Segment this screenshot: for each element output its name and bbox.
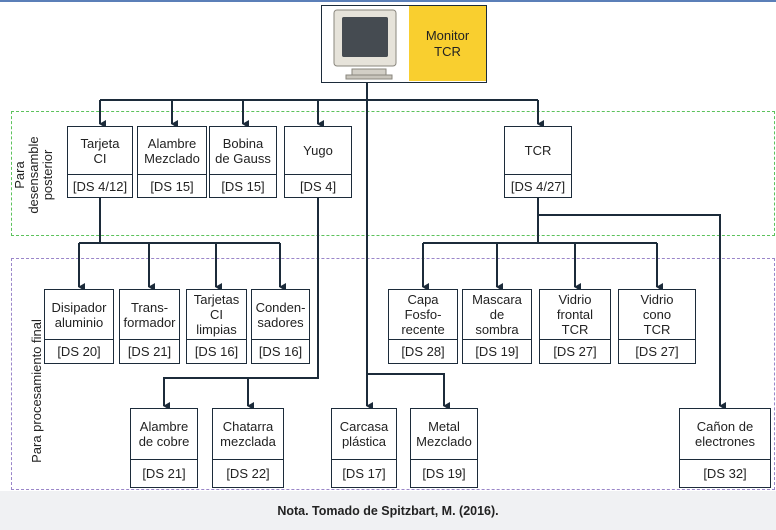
tcr-ds-code: [DS 4/27] bbox=[504, 174, 572, 198]
top-rule bbox=[0, 0, 776, 2]
tarjetas-limpias-node: Tarjetas CI limpias bbox=[186, 289, 247, 340]
root-label: Monitor TCR bbox=[409, 6, 486, 81]
capa-node: Capa Fosfo- recente bbox=[388, 289, 458, 340]
tarjetas-limpias-ds-code: [DS 16] bbox=[186, 339, 247, 364]
tarjeta-ds-code: [DS 4/12] bbox=[67, 174, 133, 198]
alambre-ds-code: [DS 15] bbox=[137, 174, 207, 198]
condensadores-ds-code: [DS 16] bbox=[251, 339, 310, 364]
disassembly-zone bbox=[11, 111, 775, 236]
disipador-ds-code: [DS 20] bbox=[44, 339, 114, 364]
alambre-node: Alambre Mezclado bbox=[137, 126, 207, 175]
disipador-node: Disipador aluminio bbox=[44, 289, 114, 340]
chatarra-node: Chatarra mezclada bbox=[212, 408, 284, 460]
root-node: Monitor TCR bbox=[321, 5, 487, 83]
vidrio-frontal-ds-code: [DS 27] bbox=[539, 339, 611, 364]
final-processing-zone bbox=[11, 258, 775, 490]
metal-node: Metal Mezclado bbox=[410, 408, 478, 460]
vidrio-cono-node: Vidrio cono TCR bbox=[618, 289, 696, 340]
tcr-node: TCR bbox=[504, 126, 572, 175]
connector bbox=[367, 373, 450, 410]
mascara-node: Mascara de sombra bbox=[462, 289, 532, 340]
alambre-cobre-ds-code: [DS 21] bbox=[130, 459, 198, 488]
condensadores-node: Conden- sadores bbox=[251, 289, 310, 340]
vidrio-cono-ds-code: [DS 27] bbox=[618, 339, 696, 364]
metal-ds-code: [DS 19] bbox=[410, 459, 478, 488]
transformador-ds-code: [DS 21] bbox=[119, 339, 180, 364]
carcasa-node: Carcasa plástica bbox=[331, 408, 397, 460]
bobina-node: Bobina de Gauss bbox=[209, 126, 277, 175]
tarjeta-node: Tarjeta CI bbox=[67, 126, 133, 175]
source-note: Nota. Tomado de Spitzbart, M. (2016). bbox=[0, 491, 776, 530]
bobina-ds-code: [DS 15] bbox=[209, 174, 277, 198]
vidrio-frontal-node: Vidrio frontal TCR bbox=[539, 289, 611, 340]
crt-monitor-icon bbox=[333, 9, 397, 80]
chatarra-ds-code: [DS 22] bbox=[212, 459, 284, 488]
capa-ds-code: [DS 28] bbox=[388, 339, 458, 364]
alambre-cobre-node: Alambre de cobre bbox=[130, 408, 198, 460]
yugo-node: Yugo bbox=[284, 126, 352, 175]
canon-ds-code: [DS 32] bbox=[679, 459, 771, 488]
connector bbox=[163, 198, 319, 410]
transformador-node: Trans- formador bbox=[119, 289, 180, 340]
mascara-ds-code: [DS 19] bbox=[462, 339, 532, 364]
carcasa-ds-code: [DS 17] bbox=[331, 459, 397, 488]
connector bbox=[538, 214, 726, 410]
canon-node: Cañon de electrones bbox=[679, 408, 771, 460]
yugo-ds-code: [DS 4] bbox=[284, 174, 352, 198]
